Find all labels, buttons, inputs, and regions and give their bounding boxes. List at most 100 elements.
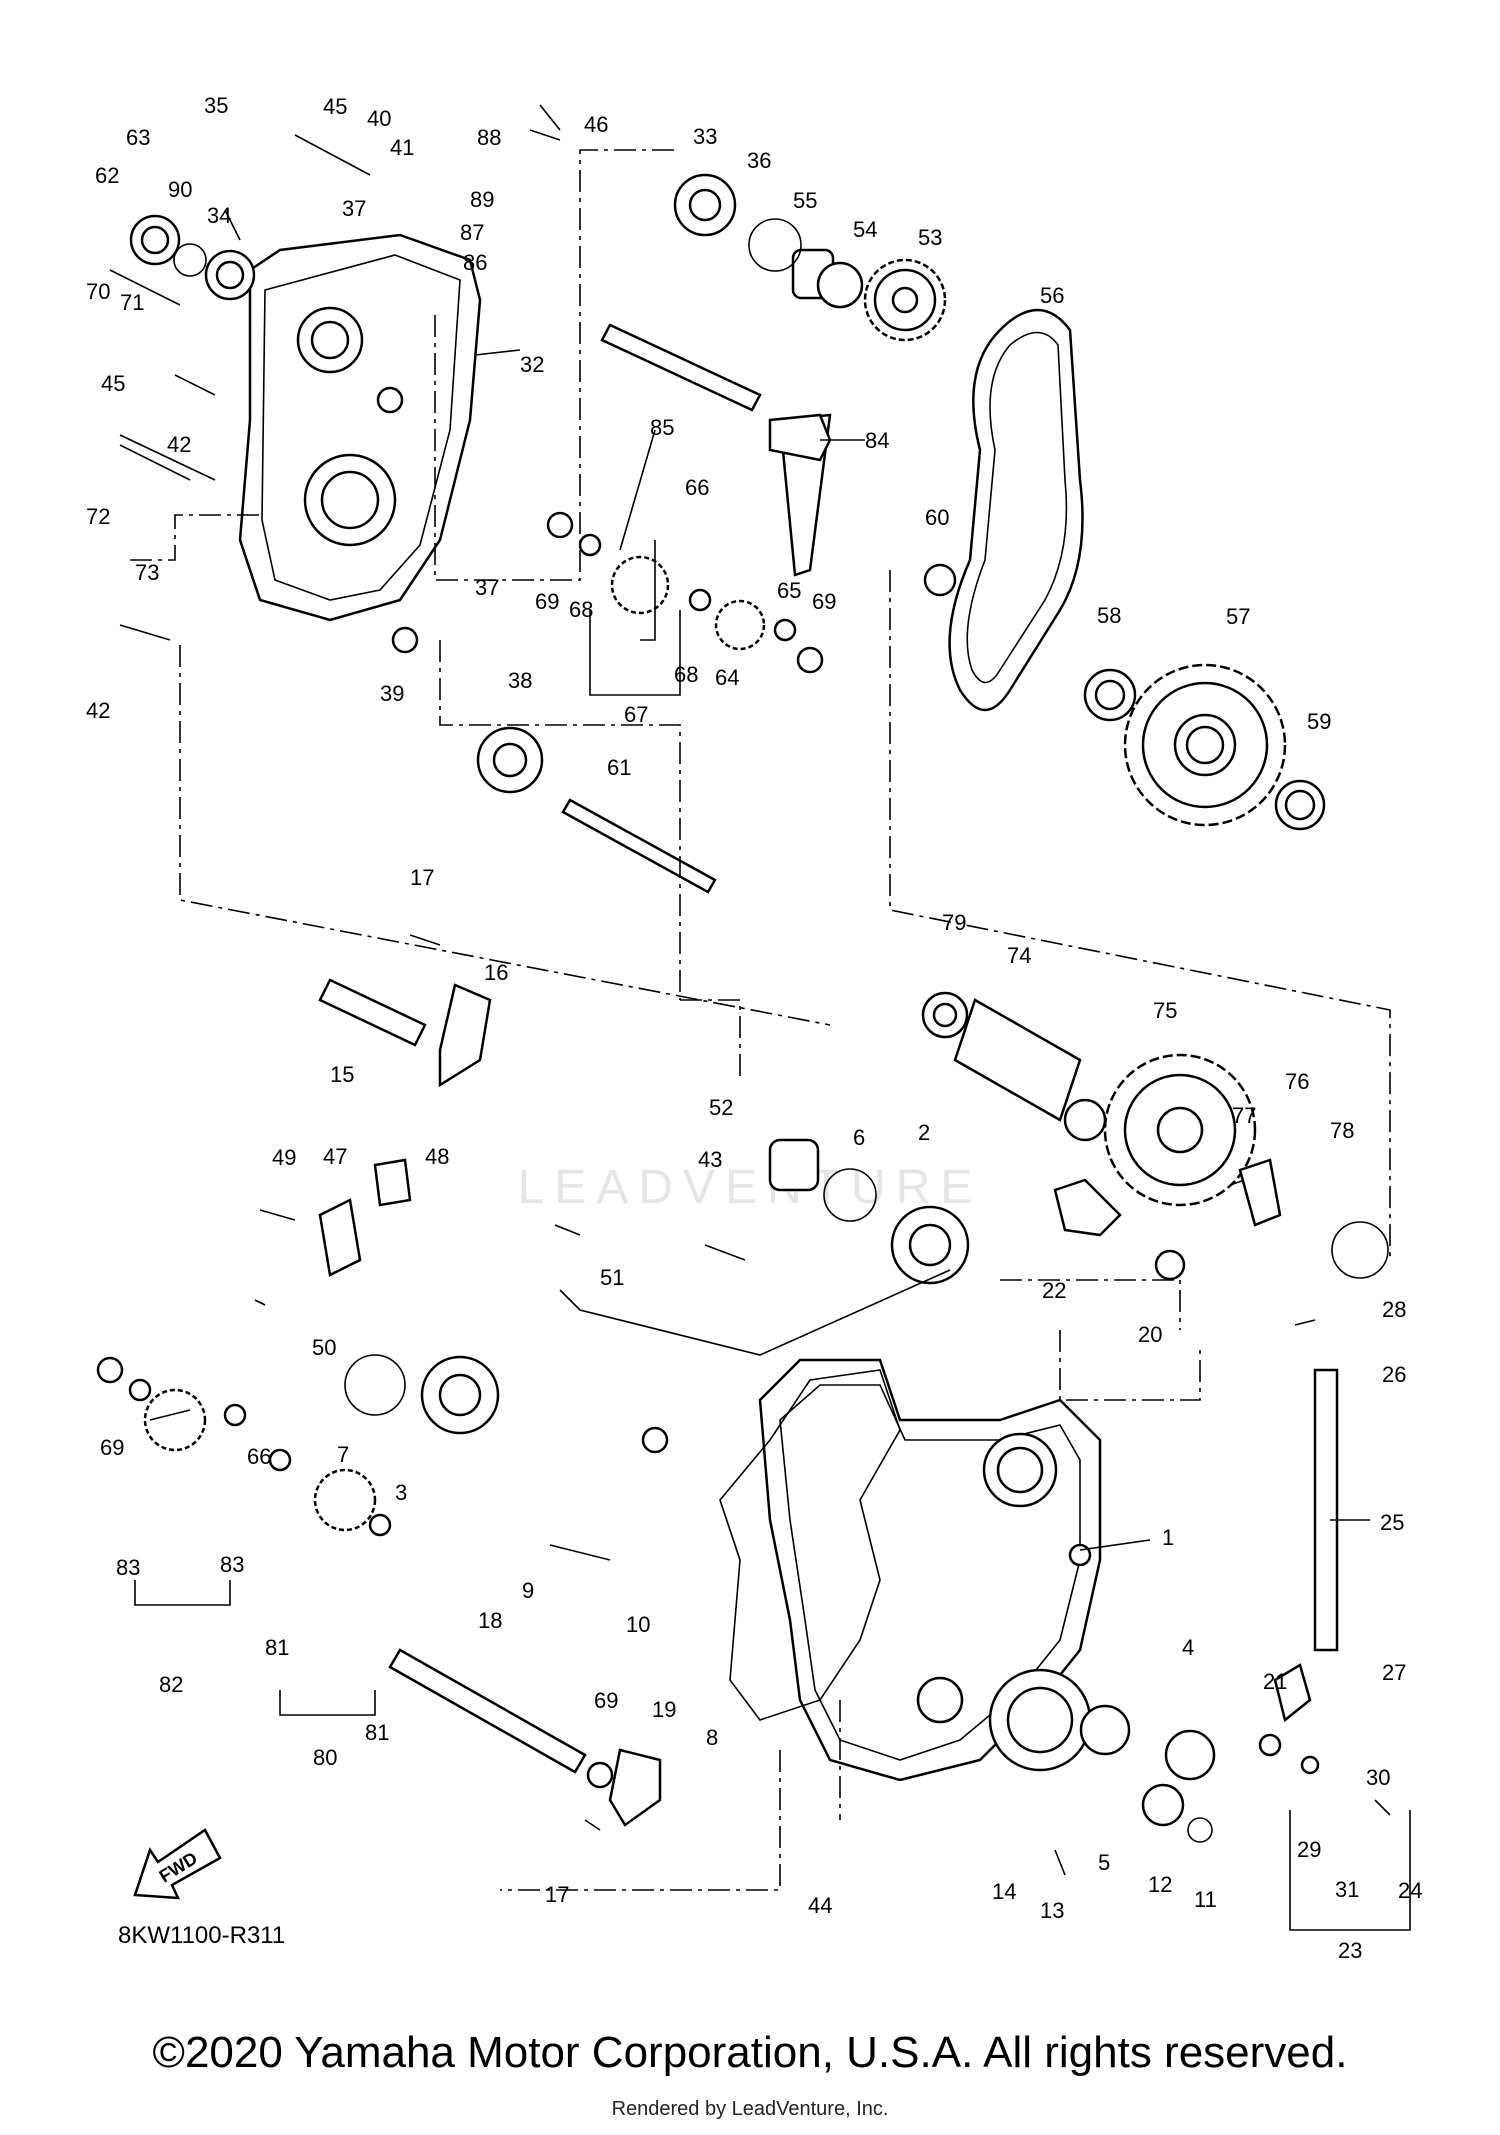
- callout: 81: [265, 1635, 289, 1660]
- fwd-arrow-icon: FWD: [133, 1828, 222, 1900]
- callout: 31: [1335, 1877, 1359, 1902]
- callout: 59: [1307, 709, 1331, 734]
- callout: 35: [204, 93, 228, 118]
- callout: 38: [508, 668, 532, 693]
- bearing-3: [420, 1355, 500, 1435]
- callout: 82: [159, 1672, 183, 1697]
- callout: 22: [1042, 1278, 1066, 1303]
- callout: 16: [484, 960, 508, 985]
- callout: 44: [808, 1893, 832, 1918]
- callout: 70: [86, 279, 110, 304]
- callout: 39: [380, 681, 404, 706]
- callout: 77: [1232, 1103, 1256, 1128]
- callout: 8: [706, 1725, 718, 1750]
- callout: 83: [116, 1555, 140, 1580]
- callout: 24: [1398, 1878, 1422, 1903]
- washers: [96, 511, 1320, 1789]
- callout: 37: [475, 575, 499, 600]
- circlip-set: [173, 218, 1389, 1843]
- callout: 61: [607, 755, 631, 780]
- callout: 18: [478, 1608, 502, 1633]
- callout: 42: [167, 432, 191, 457]
- collar-52: [768, 1138, 820, 1192]
- callout: 2: [918, 1120, 930, 1145]
- callout: 12: [1148, 1872, 1172, 1897]
- leadventure-watermark: LEADVENTURE: [517, 1161, 983, 1214]
- callout-labels: 1 2 3 4 5 6 7 8 9 10 11 12 13 14 15 16 1…: [86, 93, 1422, 1963]
- callout: 66: [247, 1444, 271, 1469]
- callout: 76: [1285, 1069, 1309, 1094]
- brackets: [318, 413, 1312, 1827]
- callout: 71: [120, 290, 144, 315]
- case-gasket: [719, 1369, 901, 1721]
- callout: 9: [522, 1578, 534, 1603]
- callout: 90: [168, 177, 192, 202]
- callout: 11: [1194, 1887, 1217, 1912]
- callout: 55: [793, 188, 817, 213]
- callout: 28: [1382, 1297, 1406, 1322]
- callout: 65: [777, 578, 801, 603]
- bolts: [109, 129, 1391, 1876]
- callout: 58: [1097, 603, 1121, 628]
- callout: 32: [520, 352, 544, 377]
- callout: 45: [101, 371, 125, 396]
- callout: 84: [865, 428, 889, 453]
- callout: 46: [584, 112, 608, 137]
- callout: 4: [1182, 1635, 1194, 1660]
- callout: 80: [313, 1745, 337, 1770]
- callout: 56: [1040, 283, 1064, 308]
- callout: 17: [410, 865, 434, 890]
- callout: 7: [337, 1442, 349, 1467]
- leader-lines: [134, 104, 1411, 1931]
- rendered-by-credit: Rendered by LeadVenture, Inc.: [611, 2098, 889, 2120]
- callout: 36: [747, 148, 771, 173]
- seal-62: [129, 214, 181, 266]
- callout: 62: [95, 163, 119, 188]
- small-gears: [143, 555, 766, 1532]
- callout: 68: [569, 597, 593, 622]
- callout: 54: [853, 217, 877, 242]
- callout: 60: [925, 505, 949, 530]
- callout: 69: [812, 589, 836, 614]
- callout: 85: [650, 415, 674, 440]
- upper-case-cover: [238, 233, 482, 622]
- callout: 5: [1098, 1850, 1110, 1875]
- bearing-79: [921, 991, 969, 1039]
- gear-75: [1103, 1053, 1257, 1207]
- diagram-code: 8KW1100-R311: [118, 1922, 285, 1949]
- callout: 34: [207, 203, 231, 228]
- callout: 42: [86, 698, 110, 723]
- callout: 51: [600, 1265, 624, 1290]
- callout: 52: [709, 1095, 733, 1120]
- bearing-33: [673, 173, 737, 237]
- bearing-58: [1083, 668, 1137, 722]
- callout: 25: [1380, 1510, 1404, 1535]
- callout: 74: [1007, 943, 1031, 968]
- callout: 86: [463, 250, 487, 275]
- callout: 83: [220, 1552, 244, 1577]
- callout: 81: [365, 1720, 389, 1745]
- callout: 43: [698, 1147, 722, 1172]
- callout: 89: [470, 187, 494, 212]
- callout: 3: [395, 1480, 407, 1505]
- callout: 17: [545, 1882, 569, 1907]
- callout: 26: [1382, 1362, 1406, 1387]
- callout: 6: [853, 1125, 865, 1150]
- callout: 88: [477, 125, 501, 150]
- drive-chain: [948, 308, 1084, 712]
- exploded-guide-lines: [130, 149, 1391, 1891]
- callout: 14: [992, 1879, 1016, 1904]
- callout: 45: [323, 94, 347, 119]
- callout: 10: [626, 1612, 650, 1637]
- callout: 30: [1366, 1765, 1390, 1790]
- lower-case: [758, 1358, 1102, 1782]
- gear-53: [863, 258, 947, 342]
- callout: 68: [674, 662, 698, 687]
- callout: 57: [1226, 604, 1250, 629]
- callout: 72: [86, 504, 110, 529]
- callout: 69: [100, 1435, 124, 1460]
- callout: 20: [1138, 1322, 1162, 1347]
- callout: 73: [135, 560, 159, 585]
- callout: 29: [1297, 1837, 1321, 1862]
